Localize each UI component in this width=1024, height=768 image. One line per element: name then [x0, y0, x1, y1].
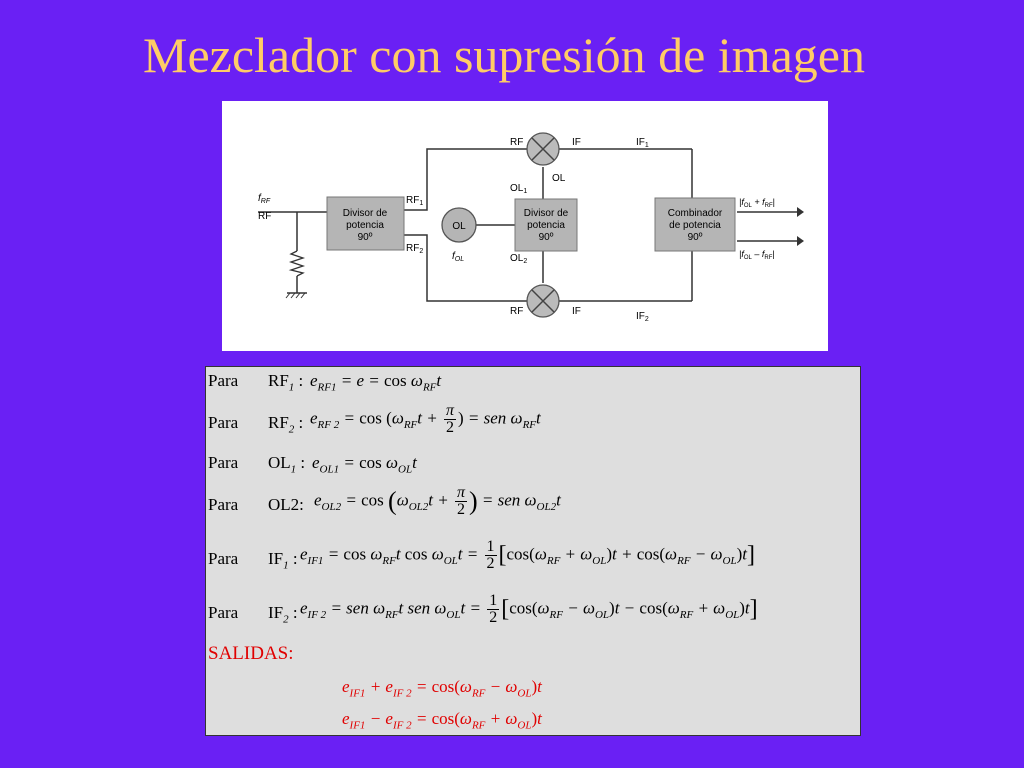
variable-label: OL2: [268, 495, 304, 514]
lo-freq-label: fOL [452, 251, 464, 263]
output-diff-label: |fOL – fRF| [739, 249, 775, 261]
rf2-label: RF2 [406, 243, 423, 255]
combiner-line3: 90º [688, 232, 703, 243]
equation-rf1: eRF1 = e = cos ωRFt [310, 371, 442, 394]
para-label: Para [208, 603, 239, 622]
splitter2-line2: potencia [527, 220, 565, 231]
mixer-bottom-rf-label: RF [510, 306, 523, 317]
mixer-top-ol-label: OL [552, 173, 566, 184]
splitter2-line3: 90º [539, 232, 554, 243]
image-reject-mixer-diagram: Divisor de potencia 90º Divisor de poten… [222, 101, 828, 351]
equations-box: Para RF1 : eRF1 = e = cos ωRFt Para RF2 … [205, 366, 861, 736]
input-rf-label: RF [258, 211, 271, 222]
output-sum-label: |fOL + fRF| [739, 197, 775, 209]
ol2-label: OL2 [510, 253, 527, 265]
variable-label: RF1 : [268, 371, 304, 394]
para-label: Para [208, 413, 239, 432]
mixer-bottom-if-label: IF [572, 306, 581, 317]
mixer-top-if-label: IF [572, 137, 581, 148]
mixer-top [526, 132, 560, 166]
ol1-label: OL1 [510, 183, 527, 195]
variable-label: OL1 : [268, 453, 306, 476]
mixer-top-rf-label: RF [510, 137, 523, 148]
slide-title: Mezclador con supresión de imagen [143, 27, 865, 83]
variable-label: IF2 : [268, 603, 298, 626]
para-label: Para [208, 495, 239, 514]
splitter1-line2: potencia [346, 220, 384, 231]
if2-label: IF2 [636, 311, 649, 323]
para-label: Para [208, 371, 239, 390]
if1-label: IF1 [636, 137, 649, 149]
combiner-line2: de potencia [669, 220, 721, 231]
equation-ol1: eOL1 = cos ωOLt [312, 453, 417, 476]
input-freq-label: fRF [258, 193, 271, 205]
mixer-bottom [526, 284, 560, 318]
variable-label: IF1 : [268, 549, 298, 572]
para-label: Para [208, 453, 239, 472]
para-label: Para [208, 549, 239, 568]
rf1-label: RF1 [406, 195, 423, 207]
lo-label: OL [452, 221, 466, 232]
splitter1-line3: 90º [358, 232, 373, 243]
splitter1-line1: Divisor de [343, 208, 388, 219]
combiner-line1: Combinador [668, 208, 723, 219]
variable-label: RF2 : [268, 413, 304, 436]
splitter2-line1: Divisor de [524, 208, 569, 219]
